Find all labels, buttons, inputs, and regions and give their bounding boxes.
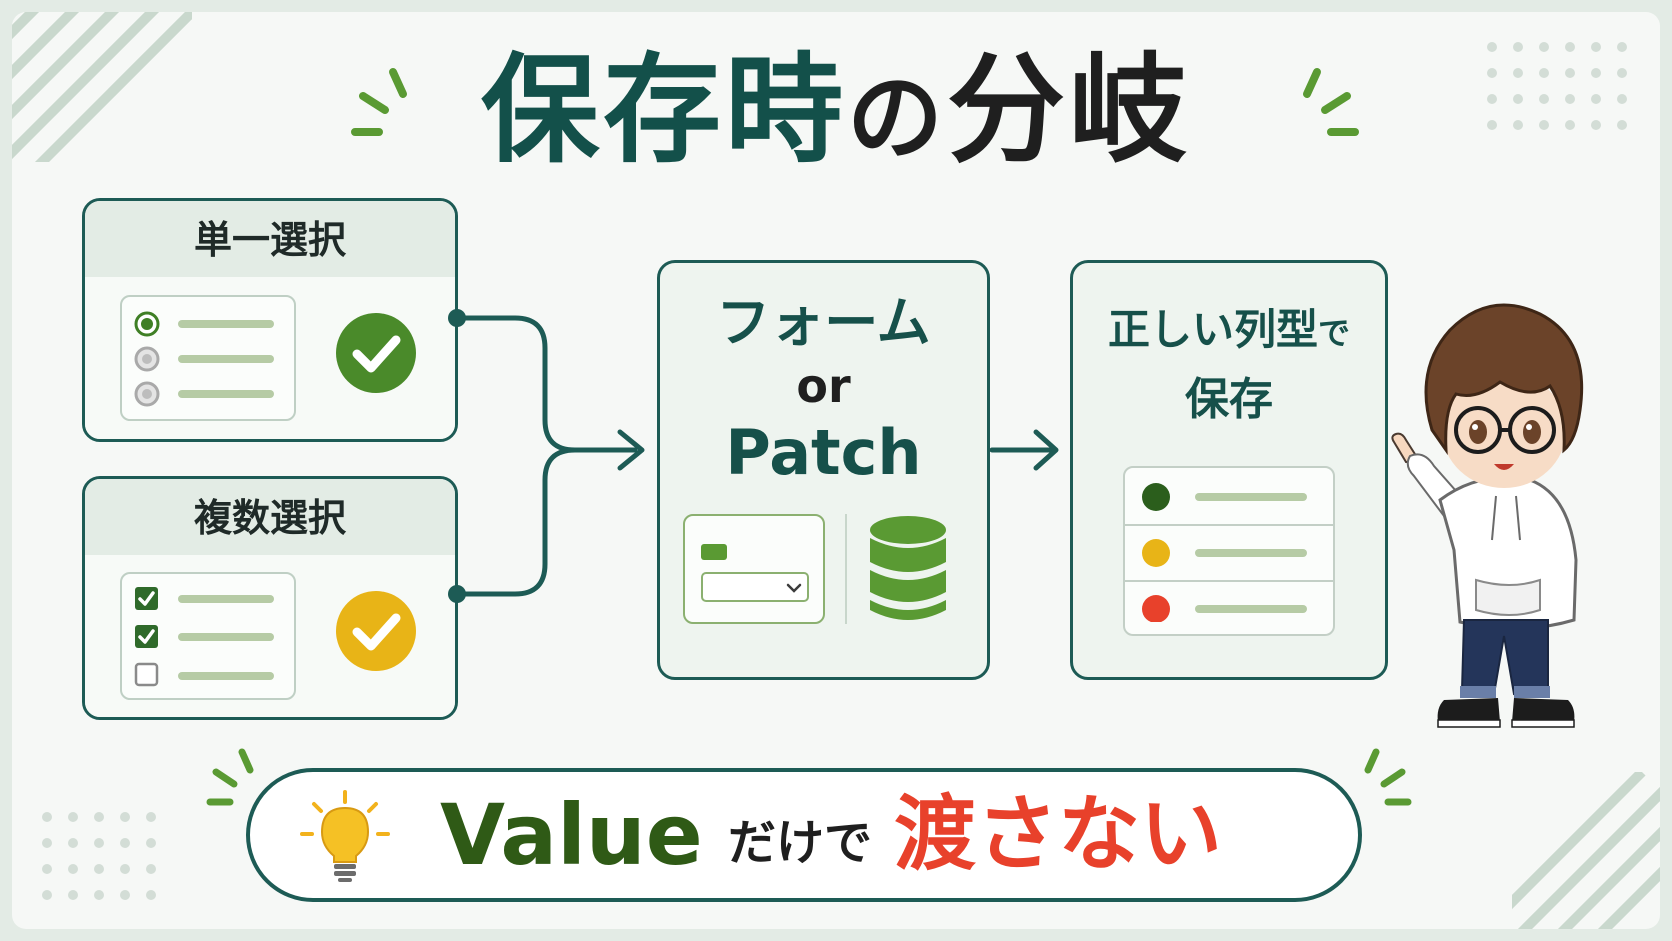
status-list-card (1123, 466, 1335, 636)
radio-list-card (120, 295, 296, 421)
list-line (1195, 605, 1307, 613)
form-field-label-mark (701, 544, 727, 560)
divider (845, 514, 847, 624)
row-divider (1125, 524, 1333, 526)
list-line (178, 672, 274, 680)
dropdown-field (701, 572, 809, 602)
title-part-1: 保存時 (480, 41, 847, 179)
list-line (1195, 493, 1307, 501)
list-line (1195, 549, 1307, 557)
form-label: フォーム (716, 291, 931, 354)
dropdown-icon (786, 583, 802, 593)
character-illustration (1391, 303, 1584, 728)
multi-select-heading: 複数選択 (85, 479, 455, 555)
single-select-heading: 単一選択 (85, 201, 455, 277)
result-line-1a: 正しい列型 (1107, 305, 1318, 354)
patch-label: Patch (725, 416, 922, 489)
form-card (683, 514, 825, 624)
title-part-3: 分岐 (947, 41, 1192, 179)
or-label: or (796, 359, 851, 413)
list-line (178, 595, 274, 603)
result-line-1b: で (1318, 314, 1351, 352)
banner-value-text: Value (440, 786, 703, 884)
result-line-1: 正しい列型で (1070, 302, 1388, 361)
status-dots (1142, 483, 1170, 622)
dots-decoration-bottom (42, 812, 156, 900)
sparkle-icon-right (1303, 68, 1359, 136)
list-line (178, 320, 274, 328)
sparkle-icon-bottom-left (206, 748, 254, 806)
lightbulb-icon (300, 790, 390, 882)
banner-dake-text: だけで (728, 815, 873, 871)
sparkle-icon-left (351, 68, 407, 136)
list-line (178, 390, 274, 398)
page-title: 保存時の分岐 (0, 40, 1672, 188)
checkbox-list-card (120, 572, 296, 700)
stripes-decoration-bottom (1512, 772, 1660, 929)
banner-pill: Value だけで 渡さない (246, 768, 1362, 902)
title-part-2: の (847, 62, 947, 174)
radio-icon (134, 311, 160, 407)
result-line-2: 保存 (1185, 374, 1273, 425)
list-line (178, 633, 274, 641)
checkbox-icon (134, 587, 159, 687)
row-divider (1125, 580, 1333, 582)
sparkle-icon-bottom-right (1364, 748, 1412, 806)
check-circle-icon-yellow (336, 591, 416, 671)
list-line (178, 355, 274, 363)
database-icon (870, 516, 946, 620)
stripes-decoration (12, 12, 192, 162)
dots-decoration (1487, 42, 1627, 130)
check-circle-icon-green (336, 313, 416, 393)
banner-watasanai-text: 渡さない (894, 787, 1223, 882)
